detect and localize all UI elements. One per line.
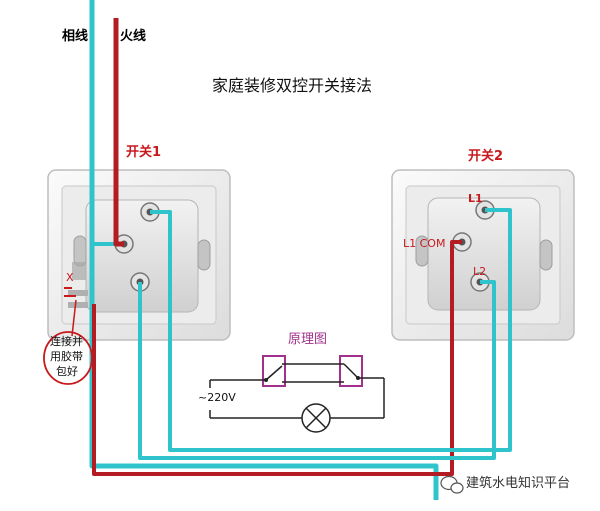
live-wire [113, 18, 124, 247]
return-wire [92, 240, 462, 476]
neutral-wire-label: 相线 [62, 29, 89, 44]
note-line-1: 连接并 [50, 335, 83, 348]
note-line-3: 包好 [56, 365, 78, 378]
terminal-l2-label: L2 [473, 265, 487, 278]
watermark-text: 建筑水电知识平台 [466, 476, 571, 491]
traveller-wire-2 [138, 280, 496, 460]
live-wire-label: 火线 [120, 29, 147, 44]
svg-text:X: X [66, 271, 74, 284]
switch2-label: 开关2 [468, 149, 504, 164]
voltage-label: ~220V [198, 391, 236, 404]
neutral-wire [89, 0, 439, 500]
traveller-wire-1 [150, 208, 512, 452]
diagram-title: 家庭装修双控开关接法 [212, 76, 373, 95]
note-line-2: 用胶带 [50, 350, 83, 363]
schematic [209, 355, 385, 433]
terminal-com-label: L1 COM [403, 237, 446, 250]
note-callout: X [43, 271, 93, 385]
wechat-icon [440, 475, 464, 494]
schematic-title: 原理图 [288, 332, 328, 347]
switch2-plate [391, 169, 575, 341]
terminal-l1-label: L1 [468, 192, 483, 205]
switch1-label: 开关1 [126, 145, 162, 160]
